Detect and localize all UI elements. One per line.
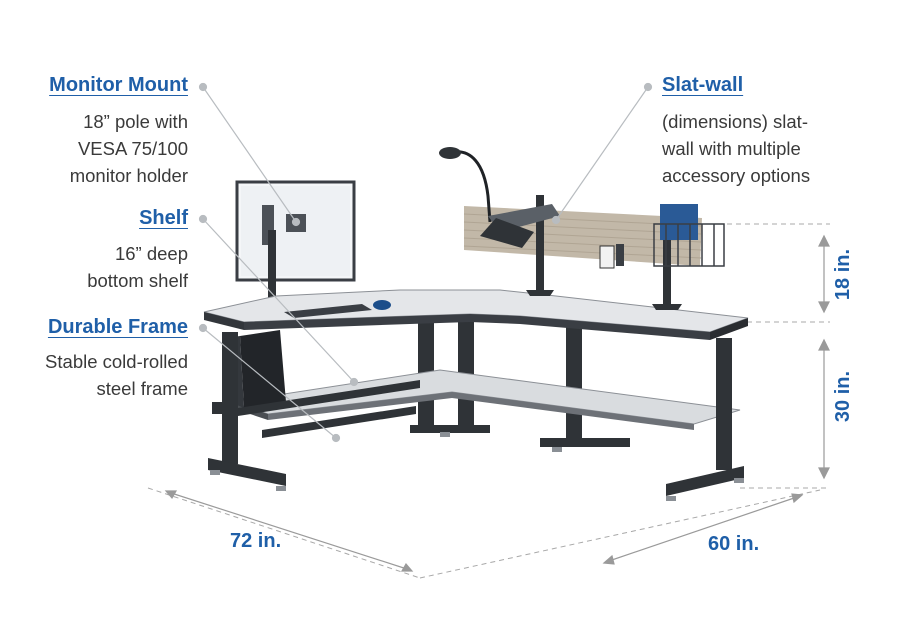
desk-phone-icon <box>480 204 560 248</box>
height-dimension: 30 in. <box>832 370 855 423</box>
leveling-feet <box>210 432 744 501</box>
lamp-icon <box>439 147 492 223</box>
monitor-mount-title: Monitor Mount <box>49 74 188 96</box>
slatwall-title: Slat-wall <box>662 74 744 96</box>
frame-title: Durable Frame <box>47 316 188 338</box>
desktop-surface <box>203 289 749 340</box>
keyboard-icon <box>284 304 372 318</box>
shelf-title: Shelf <box>139 207 188 229</box>
wire-basket-icon <box>653 204 725 267</box>
front-legs <box>208 332 744 496</box>
callout-leaders <box>198 82 653 443</box>
width-dimension: 72 in. <box>230 530 282 552</box>
slatwall-desc: (dimensions) slat- wall with multiple ac… <box>662 111 811 186</box>
mouse-icon <box>373 300 391 310</box>
depth-dimension: 60 in. <box>708 533 760 555</box>
frame-desc: Stable cold-rolled steel frame <box>45 351 188 399</box>
monitor-icon <box>235 180 356 306</box>
monitor-mount-desc: 18” pole with VESA 75/100 monitor holder <box>69 111 188 186</box>
riser-dimension: 18 in. <box>832 248 855 301</box>
shelf-desc: 16” deep bottom shelf <box>87 243 188 291</box>
cup-holder-icon <box>599 244 624 269</box>
dimension-arrows <box>164 234 830 572</box>
